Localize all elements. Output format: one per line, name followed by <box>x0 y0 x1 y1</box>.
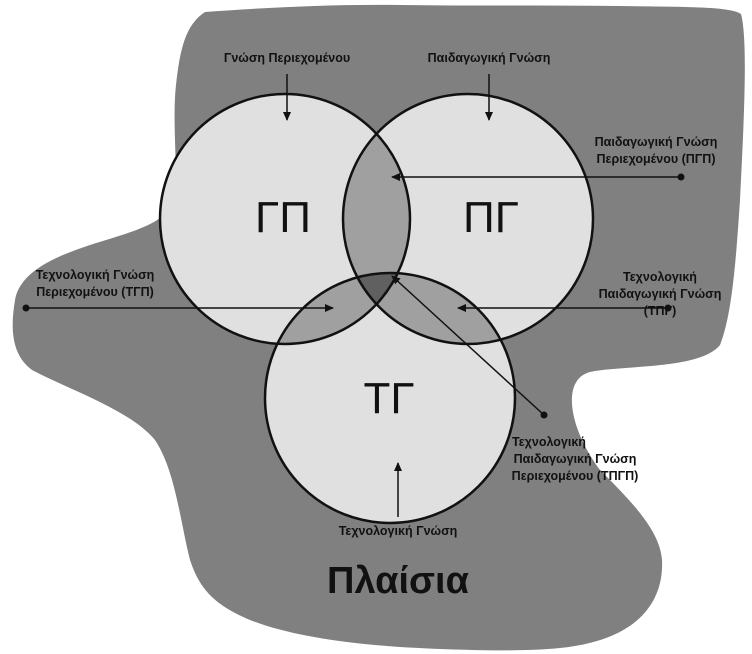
label-tpk-line2: Παιδαγωγική Γνώση <box>599 287 722 301</box>
label-tpk-line1: Τεχνολογική <box>623 270 697 284</box>
label-tpck-line1: Τεχνολογική <box>512 435 586 449</box>
circle-label-content: ΓΠ <box>255 193 311 242</box>
label-pck-line1: Παιδαγωγική Γνώση <box>595 135 718 149</box>
circle-outline-pedagogy <box>341 92 595 346</box>
label-tck-line1: Τεχνολογική Γνώση <box>36 268 155 282</box>
context-label: Πλαίσια <box>327 560 469 602</box>
circle-label-pedagogy: ΠΓ <box>463 193 519 242</box>
label-content-knowledge: Γνώση Περιεχομένου <box>224 51 350 65</box>
overlap-pedagogy-technology <box>343 273 515 344</box>
arrow-tpck <box>391 275 545 416</box>
label-tck-line2: Περιεχομένου (ΤΓΠ) <box>36 285 154 299</box>
circle-label-technology: ΤΓ <box>363 374 414 423</box>
circle-outline-technology <box>263 271 517 525</box>
circle-outline-content <box>158 92 412 346</box>
label-tpck-line3: Περιεχομένου (ΤΠΓΠ) <box>512 469 639 483</box>
label-tpck-line2: Παιδαγωγική Γνώση <box>514 452 637 466</box>
label-technological-knowledge: Τεχνολογική Γνώση <box>339 524 458 538</box>
label-pedagogical-knowledge: Παιδαγωγική Γνώση <box>428 51 551 65</box>
label-pck-line2: Περιεχομένου (ΠΓΠ) <box>597 152 716 166</box>
label-tpk-line3: (ΤΠΓ) <box>644 304 677 318</box>
